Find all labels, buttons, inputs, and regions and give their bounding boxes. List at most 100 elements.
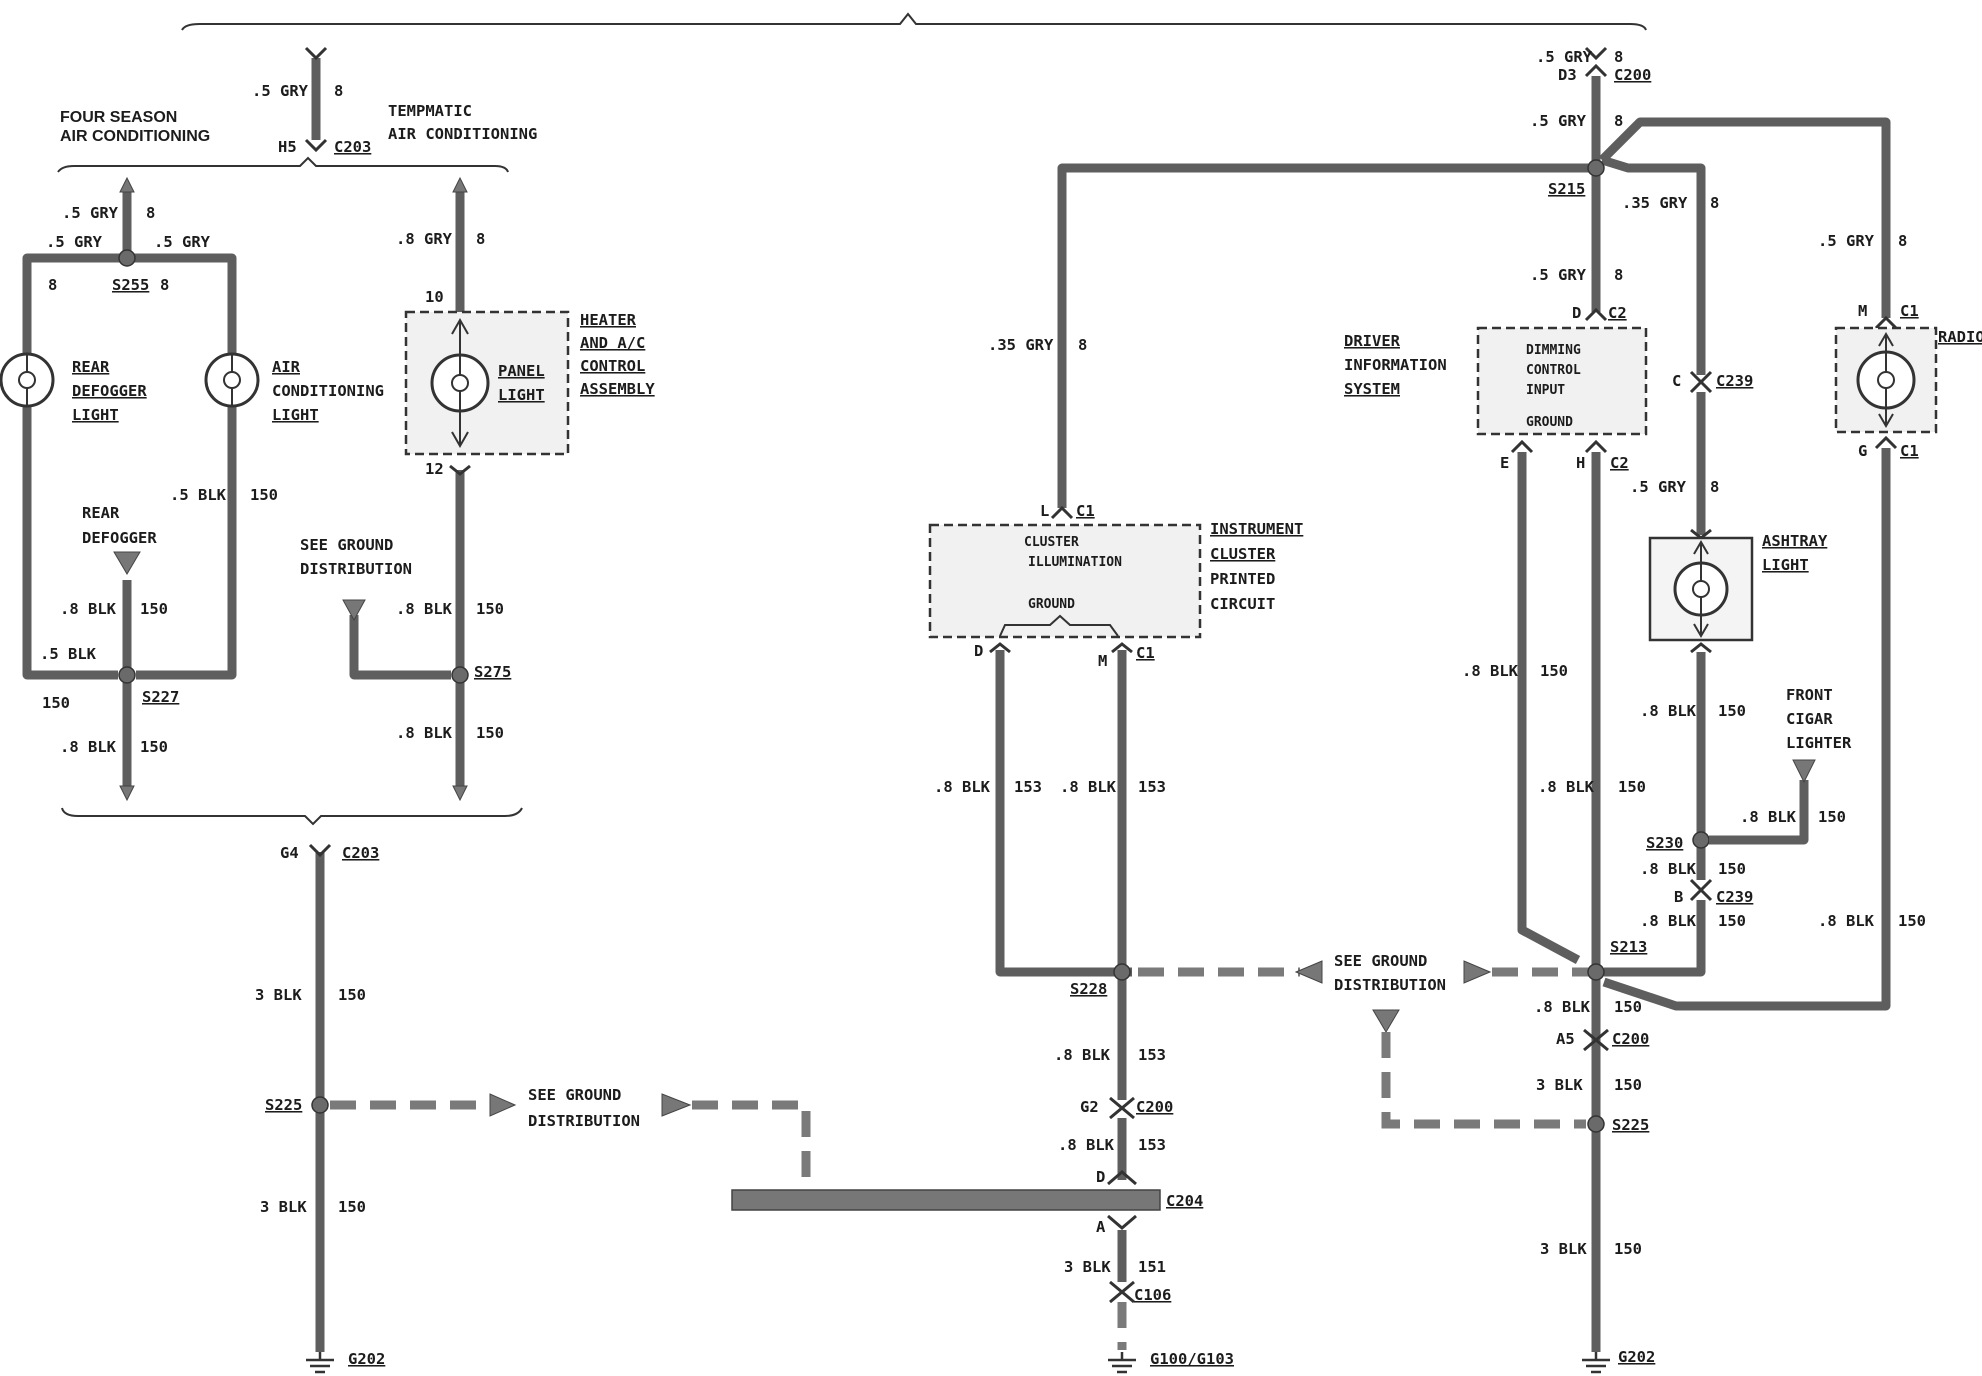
c1-l-pin: L — [1040, 502, 1049, 520]
splice-s225-left — [311, 1096, 329, 1114]
arrow-down-1 — [119, 785, 135, 802]
ac-ret-color: .5 BLK — [170, 486, 227, 504]
s255-up-color: .5 GRY — [62, 204, 119, 222]
cl-m-color: .8 BLK — [1060, 778, 1117, 796]
pin-8a: 8 — [48, 276, 57, 294]
tempmatic-label-1: TEMPMATIC — [388, 102, 472, 120]
s228-down-ckt: 153 — [1138, 1046, 1166, 1064]
connector-c1-radio-m — [1874, 315, 1898, 330]
left-upper-bracket — [57, 156, 509, 173]
s255-label: S255 — [112, 276, 149, 294]
c204-label: C204 — [1166, 1192, 1203, 1210]
cig-wire-color: .8 BLK — [1740, 808, 1797, 826]
cigar-1: FRONT — [1786, 686, 1833, 704]
s213-down-ckt: 150 — [1614, 998, 1642, 1016]
s275-down-color: .8 BLK — [396, 724, 453, 742]
ash-c-ckt: 8 — [1710, 478, 1719, 496]
cl-in-ckt: 8 — [1078, 336, 1087, 354]
c1-m: C1 — [1136, 644, 1155, 662]
radio-in-ckt: 8 — [1898, 232, 1907, 250]
instrument-cluster-2: CLUSTER — [1210, 545, 1276, 563]
driver-info-3: SYSTEM — [1344, 380, 1400, 398]
s225-down-color: 3 BLK — [260, 1198, 307, 1216]
instrument-cluster-4: CIRCUIT — [1210, 595, 1275, 613]
arrow-up-1 — [119, 176, 135, 193]
s275-down-ckt: 150 — [476, 724, 504, 742]
dis-ground: GROUND — [1526, 415, 1573, 430]
connector-panel-12 — [449, 464, 471, 476]
dis-h-ckt: 150 — [1618, 778, 1646, 796]
panel-ret-ckt: 150 — [476, 600, 504, 618]
ash-out-color: .8 BLK — [1640, 702, 1697, 720]
rear-defogger-lamp — [0, 352, 55, 408]
ashtray-light-2: LIGHT — [1762, 556, 1809, 574]
s213-down-color: .8 BLK — [1534, 998, 1591, 1016]
panel-ret-color: .8 BLK — [396, 600, 453, 618]
rear-defogger-2: DEFOGGER — [82, 529, 157, 547]
panel-lamp — [430, 317, 490, 449]
ashtray-light-1: ASHTRAY — [1762, 532, 1828, 550]
wire-ac-loop — [127, 253, 237, 680]
dis-h-color: .8 BLK — [1538, 778, 1595, 796]
c203-bot: C203 — [342, 844, 379, 862]
c239-b: C239 — [1716, 888, 1753, 906]
c1-l: C1 — [1076, 502, 1095, 520]
radio-in-color: .5 GRY — [1818, 232, 1875, 250]
driver-info-1: DRIVER — [1344, 332, 1401, 350]
connector-c2-eh — [1510, 439, 1608, 454]
defog-wire-ckt: 150 — [140, 600, 168, 618]
connector-c1-l — [1050, 505, 1074, 520]
c200-a5-pin: A5 — [1556, 1030, 1575, 1048]
splice-s255 — [118, 249, 136, 267]
c2-h-pin: H — [1576, 454, 1585, 472]
wire-cigar — [1709, 780, 1809, 845]
defog-wire-color: .8 BLK — [60, 600, 117, 618]
s275-label: S275 — [474, 663, 511, 681]
left-lower-bracket — [61, 807, 523, 826]
cigar-3: LIGHTER — [1786, 734, 1852, 752]
panel-wire-ckt: 8 — [476, 230, 485, 248]
four-season-label-1: FOUR SEASON — [60, 109, 177, 126]
ground-tri-defogger — [113, 551, 141, 575]
pin-8b: 8 — [160, 276, 169, 294]
ground-g202-left — [306, 1352, 334, 1374]
dis-in-color: .5 GRY — [1530, 266, 1587, 284]
connector-c1-dm — [989, 642, 1133, 654]
rear-defogger-1: REAR — [82, 504, 120, 522]
c2-e-pin: E — [1500, 454, 1509, 472]
c204-bus-bar — [731, 1189, 1161, 1211]
panel-light-1: PANEL — [498, 362, 545, 380]
s230-color: .8 BLK — [1640, 860, 1697, 878]
b-wire-color: .8 BLK — [1640, 912, 1697, 930]
g202-left-label: G202 — [348, 1350, 385, 1368]
cl-m-ckt: 153 — [1138, 778, 1166, 796]
cluster-illum-2: ILLUMINATION — [1028, 555, 1122, 570]
arrow-down-2 — [452, 785, 468, 802]
g202-right-label: G202 — [1618, 1348, 1655, 1366]
c1-m-pin: M — [1098, 652, 1107, 670]
wire-radio-out — [1602, 448, 1891, 1011]
c1-radio-m-pin: M — [1858, 302, 1867, 320]
see-ground-panel-2: DISTRIBUTION — [300, 560, 412, 578]
a5-wire-color: 3 BLK — [1536, 1076, 1583, 1094]
g4-wire-color: 3 BLK — [255, 986, 302, 1004]
ac-light-3: LIGHT — [272, 406, 319, 424]
tempmatic-label-2: AIR CONDITIONING — [388, 125, 537, 143]
see-ground-center-1: SEE GROUND — [1334, 952, 1427, 970]
connector-c1-radio-g — [1874, 435, 1898, 450]
a-wire-ckt: 151 — [1138, 1258, 1166, 1276]
w1-color: .5 GRY — [252, 82, 309, 100]
wire-panel-ground-ret — [349, 615, 451, 680]
cl-d-color: .8 BLK — [934, 778, 991, 796]
dash-s225-right — [1381, 1032, 1586, 1129]
c203-bot-pin: G4 — [280, 844, 299, 862]
r225-wire-color: 3 BLK — [1540, 1240, 1587, 1258]
arrow-from-see-ground-left — [661, 1093, 692, 1117]
c203-top: C203 — [334, 138, 371, 156]
dis-e-ckt: 150 — [1540, 662, 1568, 680]
see-ground-left-2: DISTRIBUTION — [528, 1112, 640, 1130]
a-wire-color: 3 BLK — [1064, 1258, 1111, 1276]
instrument-cluster-3: PRINTED — [1210, 570, 1275, 588]
g100-label: G100/G103 — [1150, 1350, 1234, 1368]
